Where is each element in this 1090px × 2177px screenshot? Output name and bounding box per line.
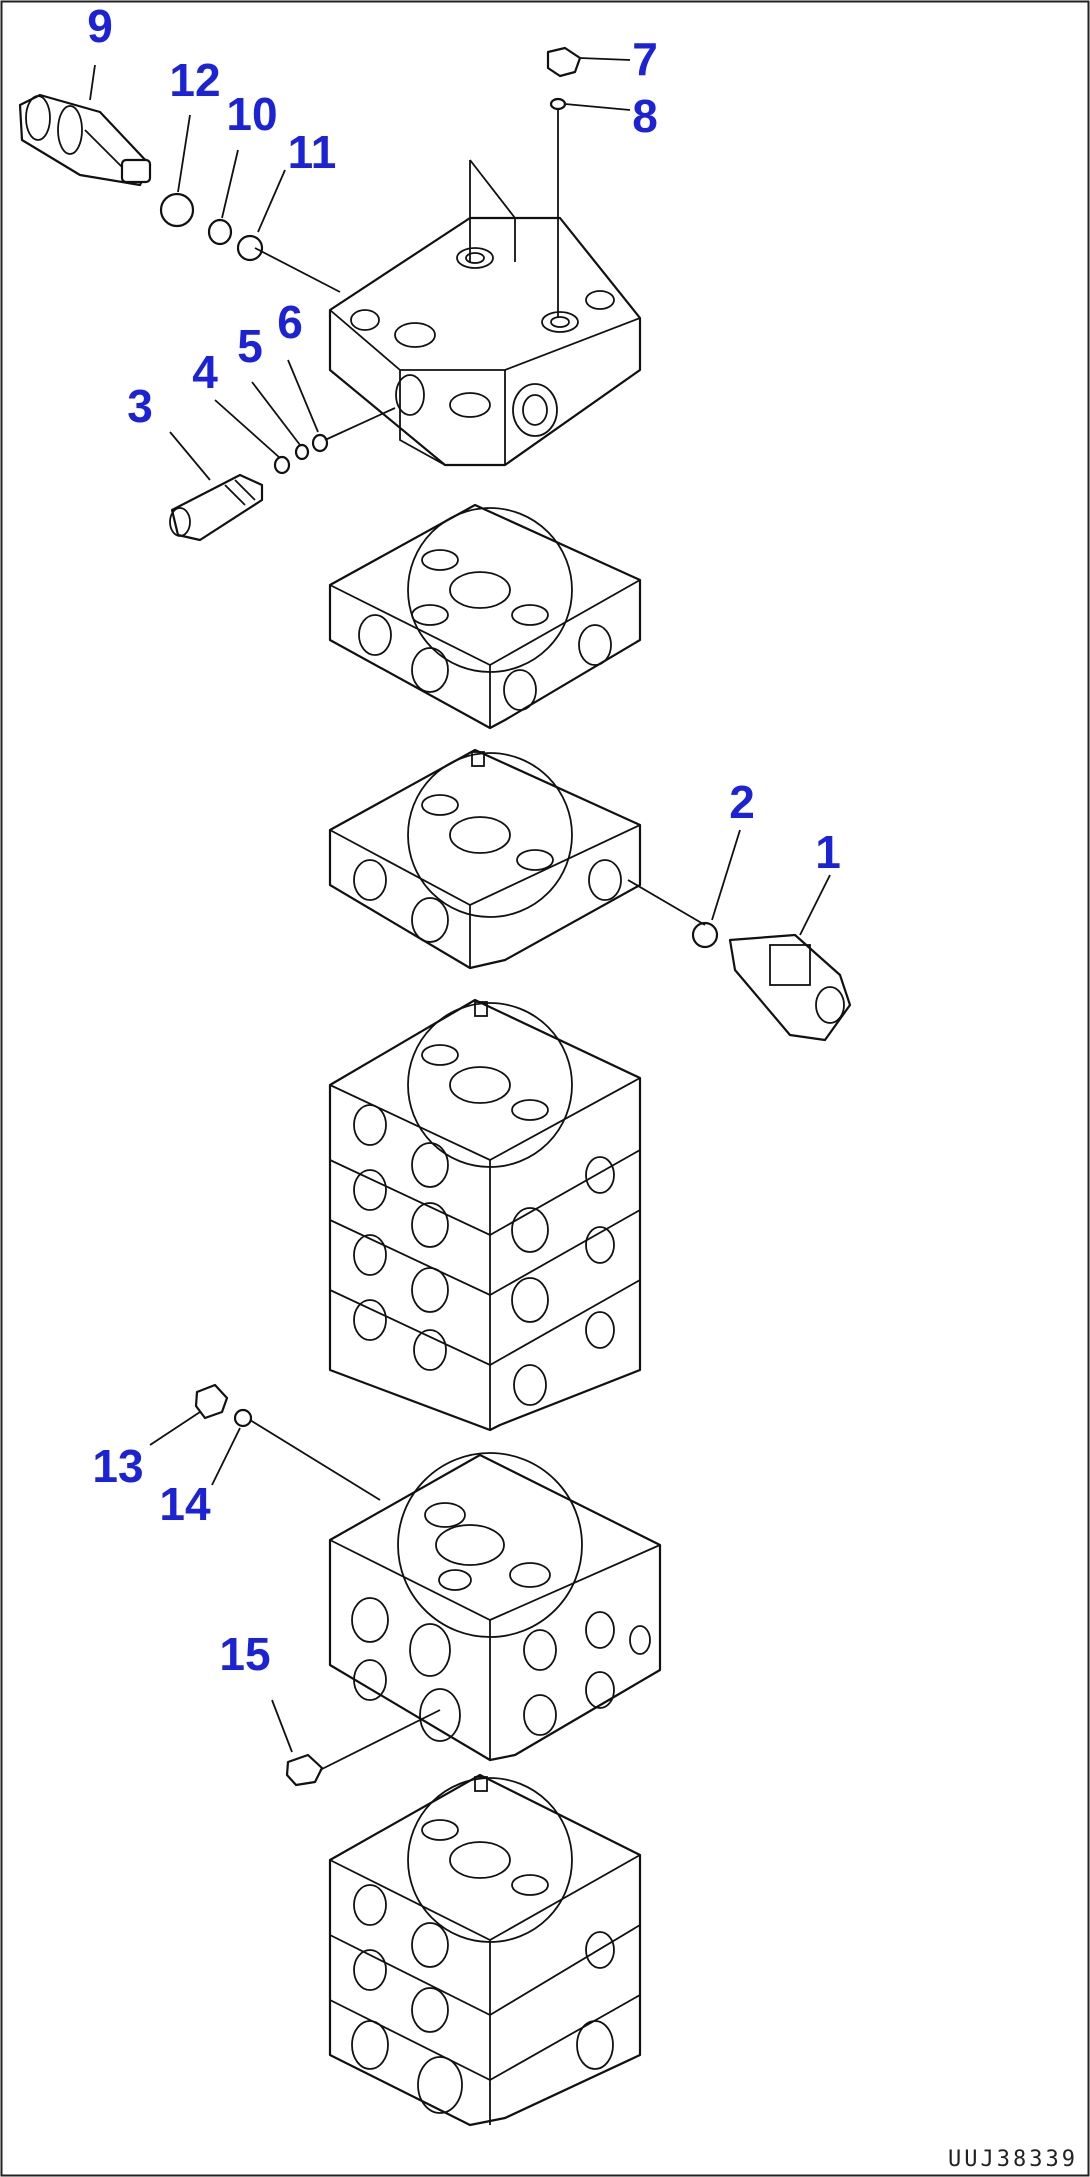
callout-7: 7 [632,33,658,85]
callout-14: 14 [159,1478,211,1530]
part-6-ring [311,433,329,453]
part-9-valve [18,93,152,187]
part-2-o-ring [691,921,719,949]
callout-3: 3 [127,380,153,432]
part-8-o-ring [549,97,567,111]
part-10-o-ring [207,218,233,246]
callout-11: 11 [288,126,337,178]
part-15-plug [285,1753,324,1787]
part-12-o-ring [159,192,195,228]
section-stack-bottom [328,1773,642,2127]
callout-15: 15 [219,1628,270,1680]
top-cover-block [328,216,642,467]
section-block-lower [328,1452,662,1762]
part-14-o-ring [233,1408,253,1428]
part-5-ring [294,443,310,461]
callout-10: 10 [226,88,277,140]
part-13-plug [194,1383,229,1420]
drawing-code: UUJ38339 [948,2147,1078,2172]
callout-4: 4 [192,346,218,398]
part-11-o-ring [236,234,264,262]
callout-12: 12 [169,54,220,106]
section-stack-4 [328,998,642,1432]
part-3-valve [169,473,264,542]
callout-1: 1 [815,826,841,878]
part-7-plug [546,46,582,78]
section-block-3 [328,748,642,970]
callout-5: 5 [237,320,263,372]
section-block-2 [328,503,642,730]
callout-13: 13 [92,1440,143,1492]
callout-8: 8 [632,90,658,142]
callout-2: 2 [729,776,755,828]
callout-9: 9 [87,0,113,52]
assembly-lines [89,57,831,1771]
part-4-ring [273,455,291,475]
callout-6: 6 [277,296,303,348]
part-1-valve [728,933,852,1042]
